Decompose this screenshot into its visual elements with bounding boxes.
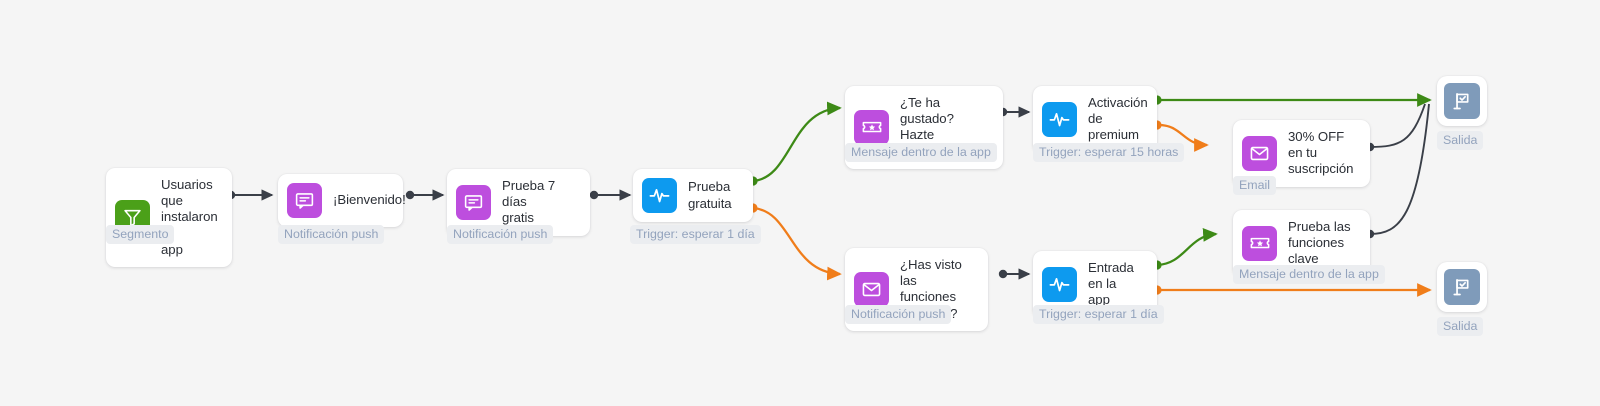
node-prueba-7-dias[interactable]: Prueba 7 días gratis [447,169,590,236]
caption-bienvenido: Notificación push [278,225,385,244]
caption-prueba-7-dias: Notificación push [447,225,554,244]
edge-entrada-salidabottom [1152,283,1432,297]
node-salida-top[interactable] [1437,76,1487,126]
edge-gratuita-hasvisto [748,203,842,281]
node-title: Entrada en la app [1088,260,1134,308]
node-segmento[interactable]: Usuarios que instalaron la app [106,168,232,268]
caption-activacion-premium: Trigger: esperar 15 horas [1033,143,1185,162]
ticket-star-icon [1242,225,1277,261]
flag-check-icon [1444,269,1480,305]
edge-bienvenido-prueba7 [405,189,445,201]
node-descuento-email[interactable]: 30% OFF en tu suscripción [1233,120,1370,187]
edge-hasvisto-entrada [998,268,1031,280]
edge-activacion-salidatop [1152,93,1432,107]
edge-funcionesclave-salidatop [1365,103,1430,239]
envelope-icon [1242,135,1277,171]
edge-email-salidatop [1365,103,1426,152]
ticket-star-icon [854,109,889,145]
caption-descuento-email: Email [1233,176,1276,195]
caption-prueba-gratuita: Trigger: esperar 1 día [630,225,761,244]
caption-has-visto: Notificación push [845,305,952,324]
caption-entrada-app: Trigger: esperar 1 día [1033,305,1164,324]
caption-salida-top: Salida [1437,131,1484,150]
node-title: Usuarios que instalaron la app [161,177,218,257]
node-title: Activación de premium [1088,95,1148,143]
caption-te-ha-gustado: Mensaje dentro de la app [845,143,997,162]
edge-tehagustado-activacion [998,106,1031,118]
node-salida-bottom[interactable] [1437,262,1487,312]
pulse-icon [1042,101,1077,137]
node-bienvenido[interactable]: ¡Bienvenido! [278,174,406,227]
edge-segmento-bienvenido [226,189,274,201]
node-prueba-gratuita[interactable]: Prueba gratuita [633,169,753,222]
pulse-icon [1042,266,1077,302]
node-title: Prueba gratuita [688,179,732,211]
node-activacion-premium[interactable]: Activación de premium [1033,86,1157,153]
caption-salida-bottom: Salida [1437,317,1484,336]
pulse-icon [642,178,677,213]
node-title: ¡Bienvenido! [333,192,406,208]
node-title: 30% OFF en tu suscripción [1288,129,1354,177]
chat-bubble-icon [287,183,322,218]
edge-gratuita-tehagustado [748,101,842,186]
node-title: Prueba 7 días gratis [502,178,556,226]
edge-prueba7-gratuita [589,189,632,201]
node-title: Prueba las funciones clave [1288,219,1351,267]
caption-funciones-clave: Mensaje dentro de la app [1233,265,1385,284]
flag-check-icon [1444,83,1480,119]
edge-entrada-funcionesclave [1152,228,1218,270]
envelope-icon [854,271,889,307]
chat-bubble-icon [456,184,491,220]
caption-segmento: Segmento [106,225,175,244]
edge-activacion-email [1152,120,1209,152]
